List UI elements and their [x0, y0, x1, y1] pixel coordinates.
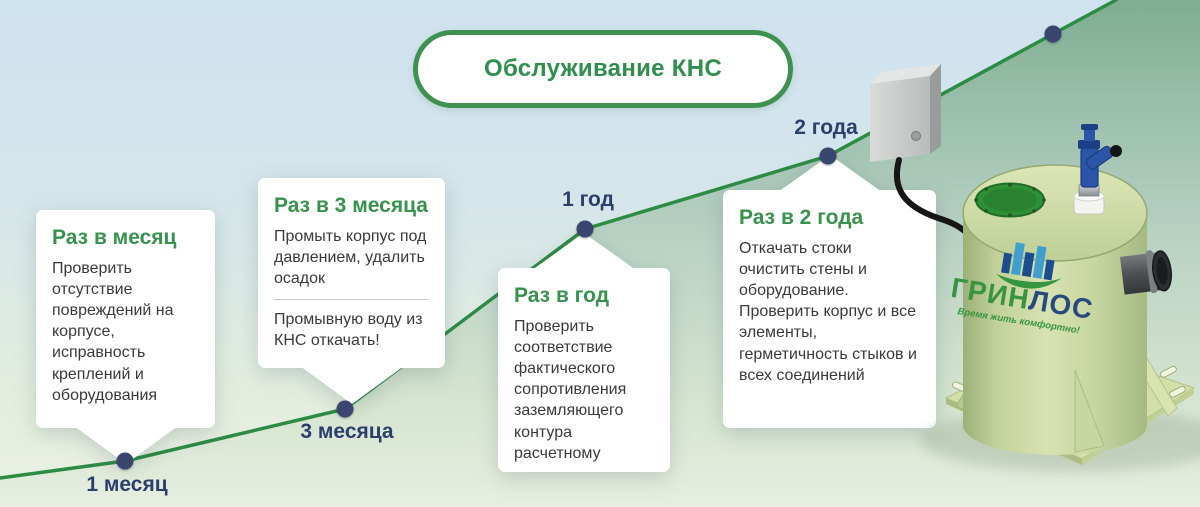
- card-divider: [274, 299, 429, 301]
- timeline-dot: [116, 452, 134, 470]
- card-title: Раз в месяц: [52, 226, 177, 249]
- card-title: Раз в 3 месяца: [274, 194, 428, 217]
- timeline-dot: [576, 220, 594, 238]
- timeline-dot: [819, 147, 837, 165]
- page-title: Обслуживание КНС: [483, 55, 723, 82]
- card-body: Проверить отсутствие повреждений на корп…: [52, 260, 174, 404]
- timeline-dot: [336, 400, 354, 418]
- card-title: Раз в 2 года: [739, 206, 864, 229]
- milestone-card-1-month: Раз в месяц Проверить отсутствие поврежд…: [36, 210, 215, 464]
- title-pill: Обслуживание КНС: [413, 30, 793, 108]
- card-body: Проверить соответствие фактического сопр…: [514, 318, 627, 462]
- card-tail: [532, 233, 636, 270]
- milestone-card-1-year: Раз в год Проверить соответствие фактиче…: [498, 233, 670, 472]
- card-tail: [299, 366, 404, 404]
- card-body: Откачать стоки очистить стены и оборудов…: [739, 240, 917, 384]
- card-body: Промыть корпус под давлением, удалить ос…: [274, 228, 427, 288]
- timeline-dot: [1044, 25, 1062, 43]
- card-title: Раз в год: [514, 284, 610, 307]
- timeline-label: 1 год: [562, 188, 614, 211]
- milestone-card-2-years: Раз в 2 года Откачать стоки очистить сте…: [723, 155, 936, 428]
- card-note: Промывную воду из КНС откачать!: [274, 311, 423, 350]
- milestone-card-3-months: Раз в 3 месяца Промыть корпус под давлен…: [258, 178, 445, 404]
- timeline-label: 1 месяц: [86, 473, 168, 496]
- timeline-label: 2 года: [794, 116, 858, 139]
- timeline-label: 3 месяца: [300, 420, 394, 443]
